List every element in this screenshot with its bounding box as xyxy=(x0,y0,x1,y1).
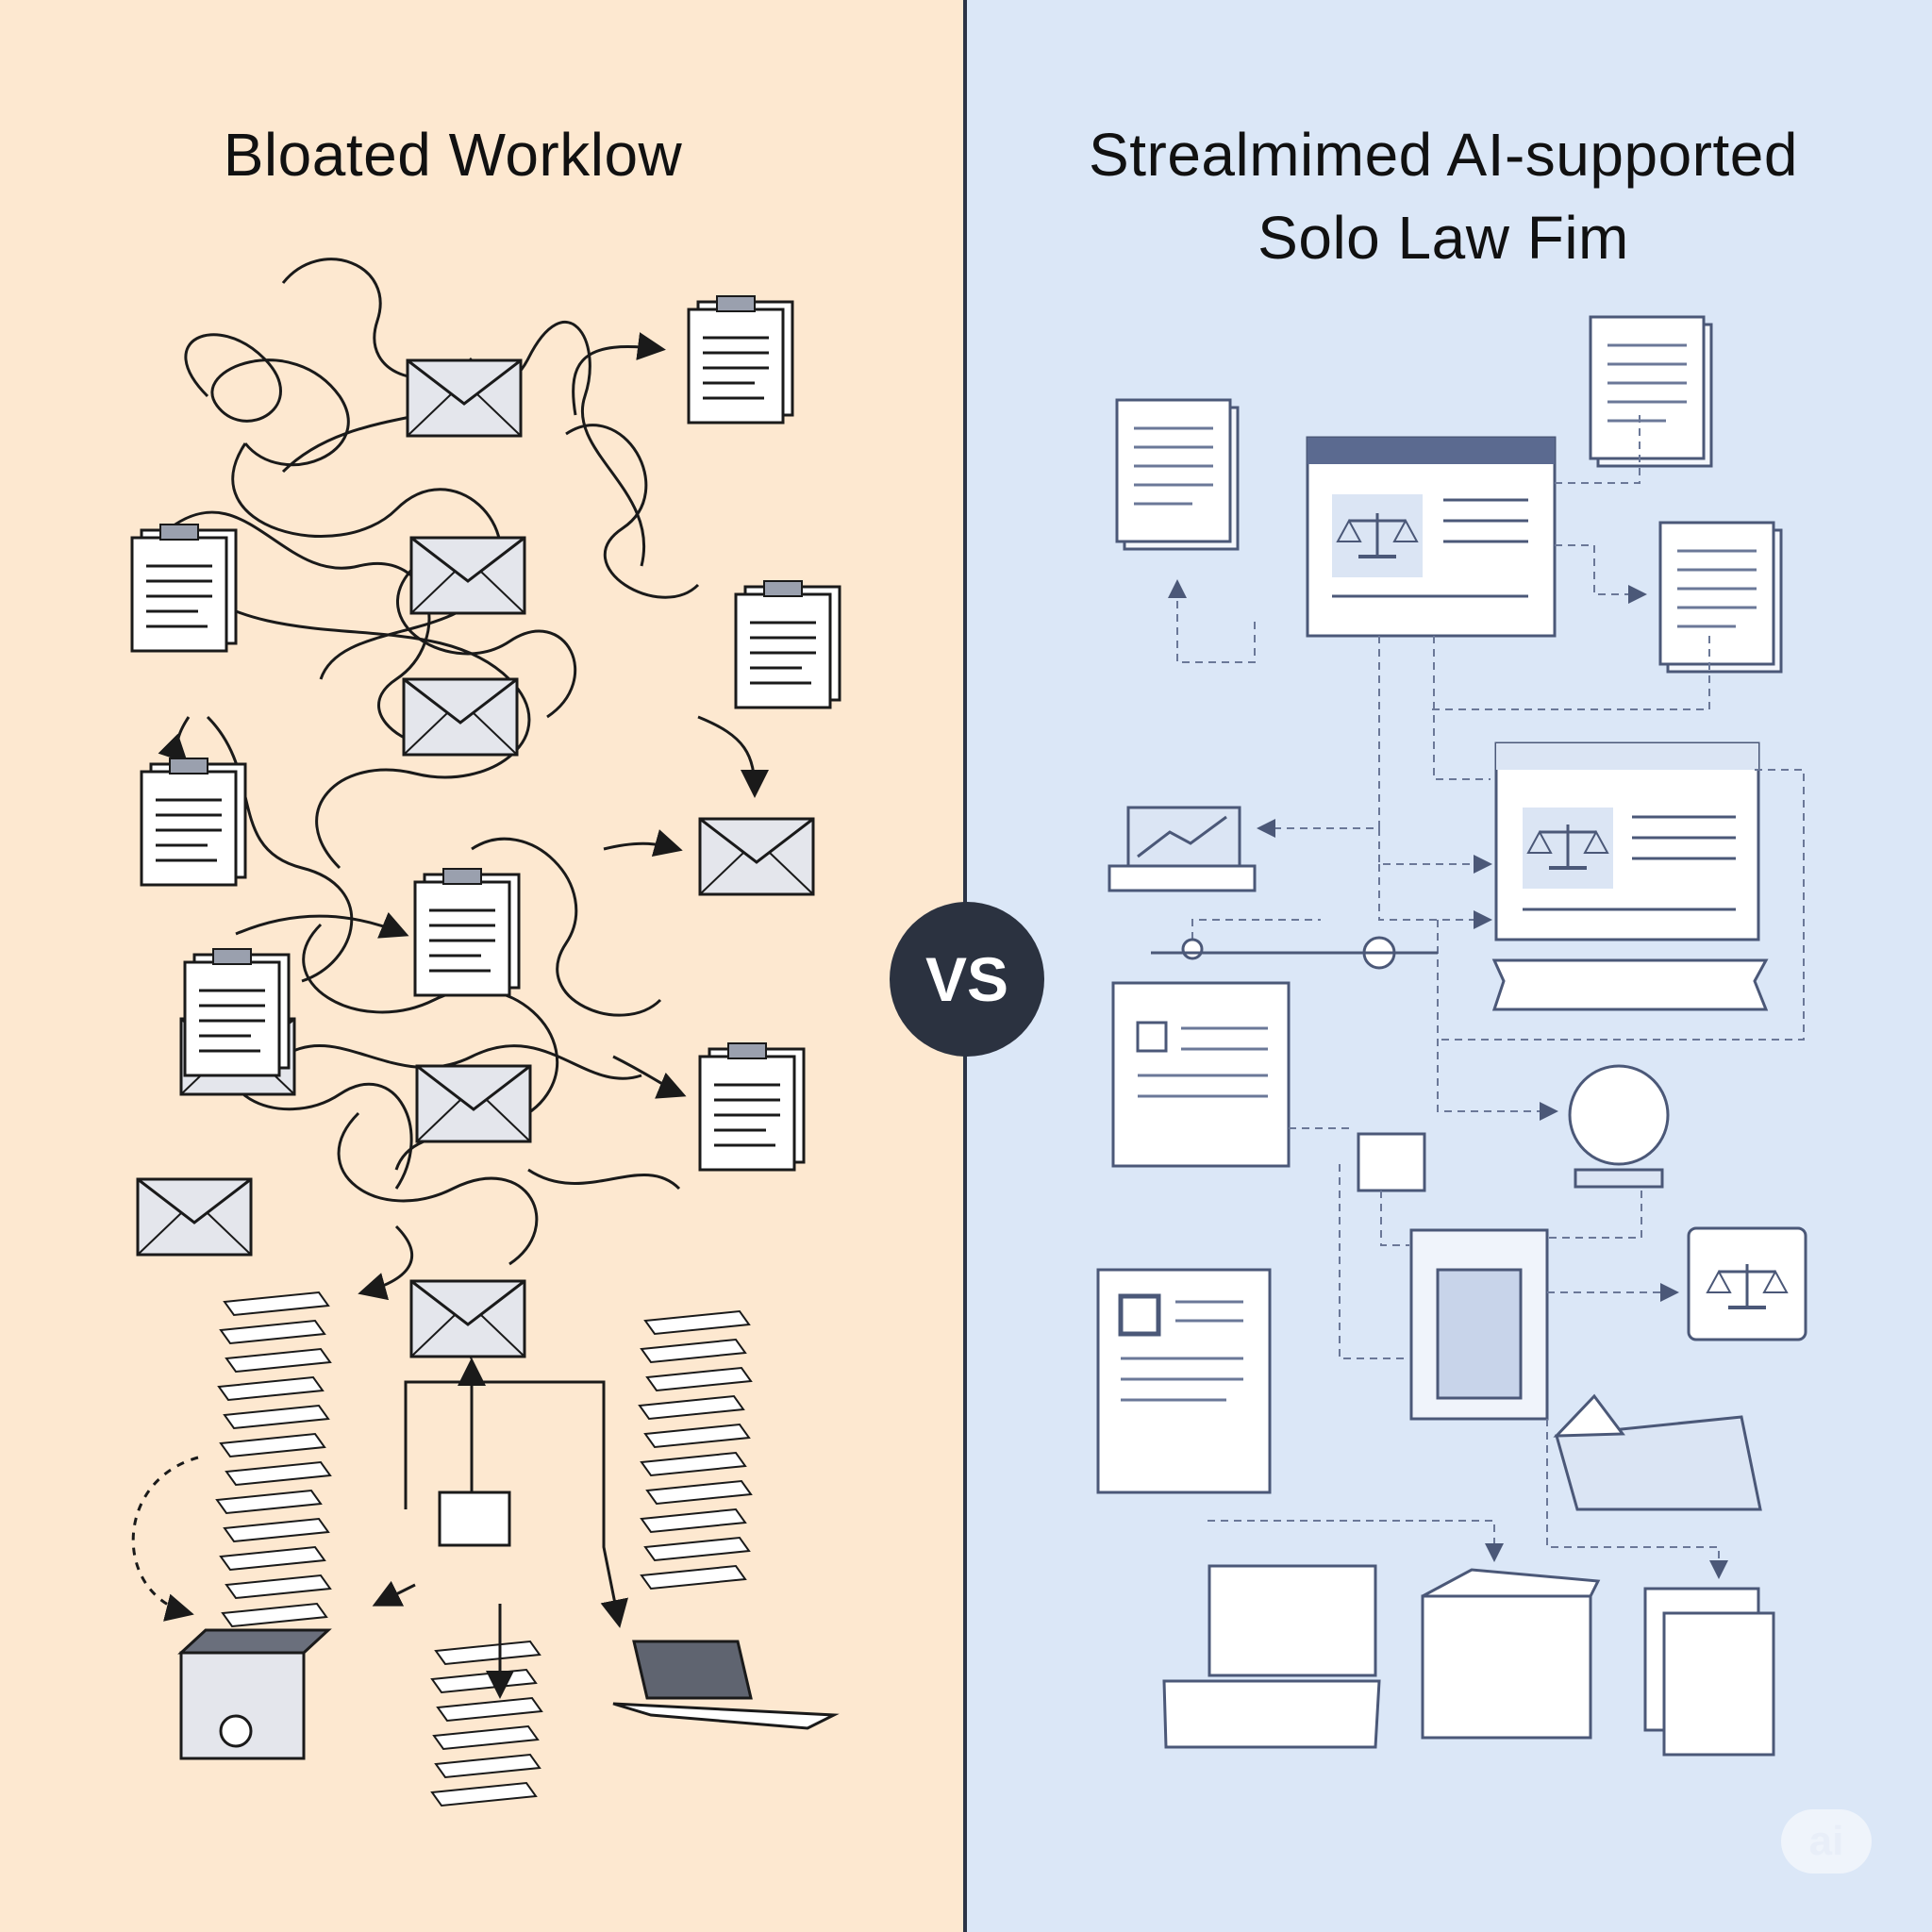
right-title-line2: Solo Law Fim xyxy=(1257,204,1629,272)
right-title-line1: Strealmimed AI-supported xyxy=(1089,121,1798,189)
flow-connectors xyxy=(372,1357,629,1699)
laptop-icon xyxy=(612,1640,840,1730)
streamlined-workflow-panel xyxy=(967,0,1932,1932)
tangled-lines xyxy=(169,258,700,1266)
paper-stack-center xyxy=(431,1641,542,1807)
tangled-arrows xyxy=(158,332,769,1359)
left-title: Bloated Worklow xyxy=(223,121,683,189)
dashed-loop-arrows xyxy=(131,1456,199,1622)
archive-box-icon xyxy=(177,1628,332,1760)
paper-stack-left xyxy=(216,1291,331,1627)
right-title: Strealmimed AI-supported Solo Law Fim xyxy=(1019,113,1868,279)
vs-badge: VS xyxy=(890,902,1044,1057)
paper-stack-right xyxy=(639,1310,752,1590)
ai-watermark: ai xyxy=(1781,1809,1872,1874)
bloated-workflow-illustration xyxy=(130,258,841,1807)
